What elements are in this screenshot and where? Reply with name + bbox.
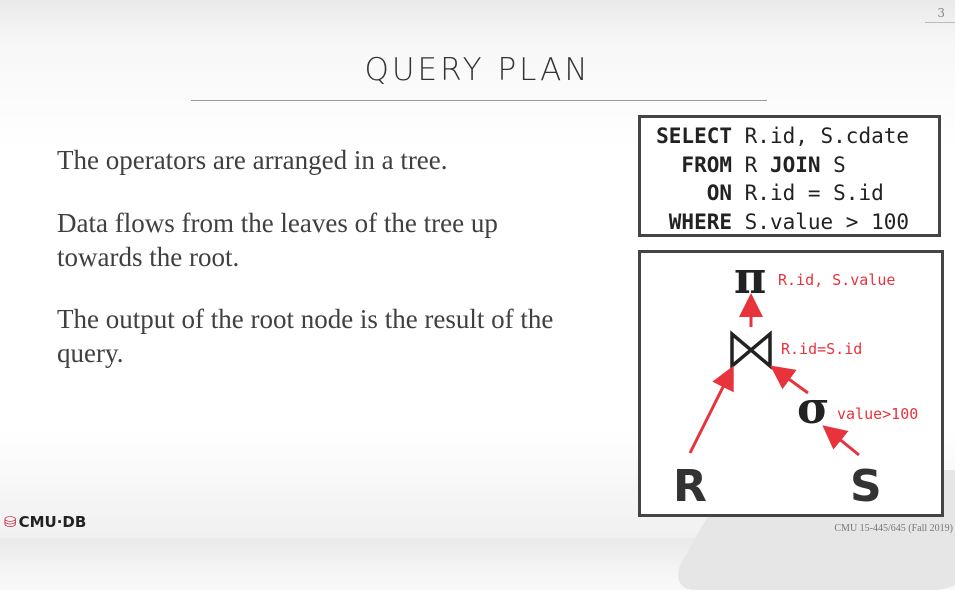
join-label: R.id=S.id [781,340,862,358]
title-underline [191,100,767,101]
join-icon [730,330,772,370]
arrow-s-to-selection [822,425,860,457]
database-icon: ⛁ [4,513,17,531]
sql-text: S [820,152,846,177]
projection-label: R.id, S.value [778,271,895,289]
sql-keyword: JOIN [769,152,821,177]
query-plan-diagram: π R.id, S.value R.id=S.id σ value>100 R … [673,253,918,512]
sql-keyword: SELECT [656,124,732,148]
sql-keyword: ON [706,181,732,205]
bullet-item: The output of the root node is the resul… [57,304,554,368]
leaf-relation-s: S [850,461,882,512]
sql-line-where: WHERE S.value > 100 [644,208,938,237]
selection-label: value>100 [837,405,918,423]
sql-text: R [744,152,770,177]
sql-keyword: WHERE [668,209,732,234]
selection-symbol: σ [797,383,829,434]
query-plan-tree: π R.id, S.value R.id=S.id σ value>100 R … [638,250,944,517]
sql-query-box: SELECT R.id, S.cdate FROM R JOIN S ON R.… [638,115,941,237]
bullet-item: Data flows from the leaves of the tree u… [57,208,498,272]
sql-line-on: ON R.id = S.id [644,179,938,208]
sql-text: S.value > 100 [744,209,910,234]
arrow-r-to-join [688,365,734,454]
sql-line-from: FROM R JOIN S [644,151,938,180]
projection-symbol: π [734,253,766,304]
sql-keyword: FROM [681,152,732,177]
logo-text: CMU·DB [18,513,87,531]
slide-number: 3 [937,6,945,20]
slide-title: QUERY PLAN [364,52,591,88]
bullet-item: The operators are arranged in a tree. [57,145,448,175]
arrow-selection-to-join [770,365,809,395]
sql-line-select: SELECT R.id, S.cdate [644,122,938,151]
bullet-list: The operators are arranged in a tree. Da… [57,143,577,399]
sql-text: R.id, S.cdate [744,124,910,148]
cmu-db-logo: ⛁CMU·DB [4,513,86,531]
leaf-relation-r: R [673,461,707,512]
slide-number-rule [925,22,955,23]
course-label: CMU 15-445/645 (Fall 2019) [834,523,953,534]
sql-text: R.id = S.id [744,181,884,205]
